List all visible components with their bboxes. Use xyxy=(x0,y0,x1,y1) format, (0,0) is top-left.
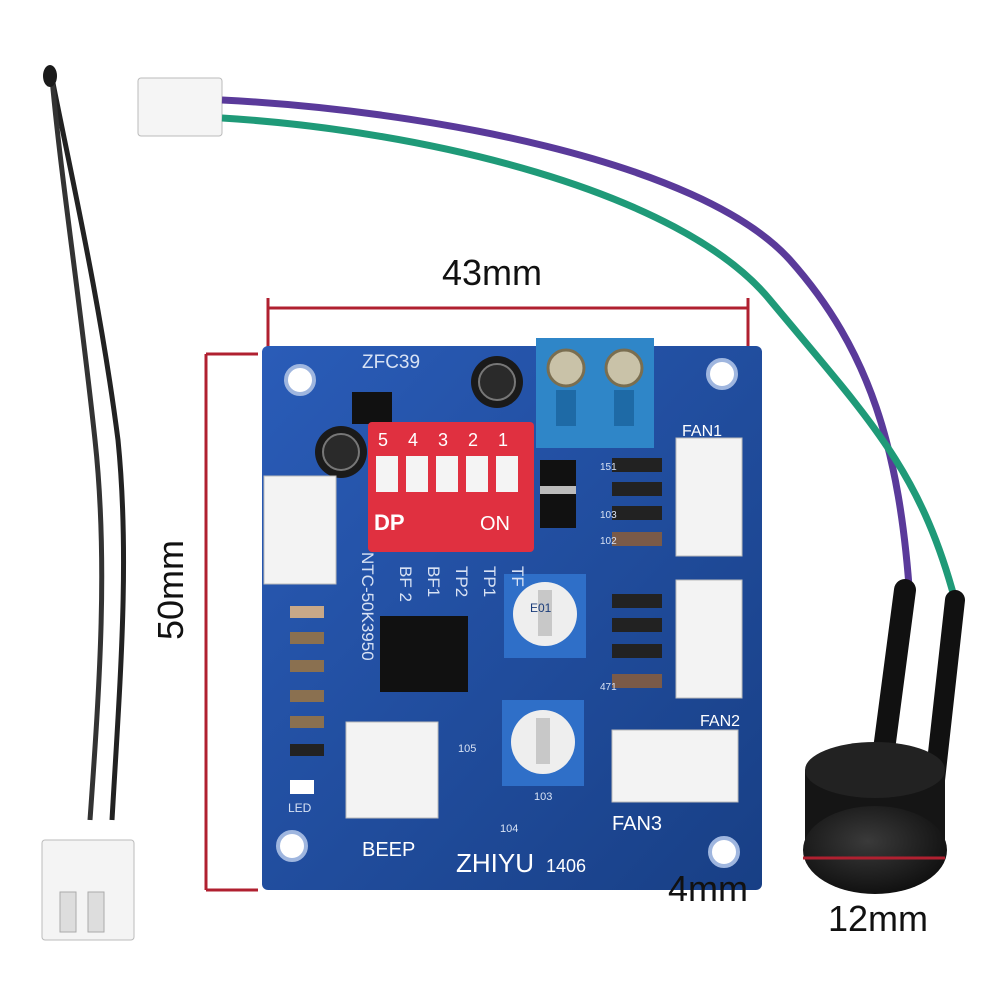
small-code: 104 xyxy=(500,823,518,835)
mount-hole-top-right xyxy=(706,358,738,390)
dip-switch[interactable] xyxy=(368,422,534,552)
date-code-text: 1406 xyxy=(546,856,586,876)
trimpot-lower[interactable] xyxy=(502,700,584,786)
dip-toggle-4[interactable] xyxy=(406,456,428,492)
mount-hole-top-left xyxy=(284,364,316,396)
buzzer-connector xyxy=(137,77,223,137)
switch-legend-tp2: TP2 xyxy=(452,566,471,597)
fan2-label: FAN2 xyxy=(700,713,740,730)
trimpot-upper[interactable] xyxy=(504,574,586,658)
trimpot-code: 103 xyxy=(534,791,552,803)
mount-hole-bottom-left xyxy=(276,830,308,862)
resistor-code-102: 102 xyxy=(600,536,617,547)
brand-text: ZHIYU xyxy=(456,848,534,878)
sensor-type-text: NTC-50K3950 xyxy=(358,552,377,661)
buzzer-dimension-label: 12mm xyxy=(828,898,929,939)
dip-number-3: 3 xyxy=(438,430,448,450)
dip-number-5: 5 xyxy=(378,430,388,450)
buzzer xyxy=(803,742,947,894)
width-dimension-label: 43mm xyxy=(442,252,543,293)
fan3-label: FAN3 xyxy=(612,813,662,835)
resistor-array-middle xyxy=(612,594,662,688)
resistor-code-151: 151 xyxy=(600,462,617,473)
mount-hole-bottom-right xyxy=(708,836,740,868)
fan1-connector[interactable] xyxy=(675,437,743,557)
hole-dimension-label: 4mm xyxy=(668,868,748,909)
smd-column-left xyxy=(290,606,324,794)
dip-toggle-3[interactable] xyxy=(436,456,458,492)
resistor-code-103: 103 xyxy=(600,510,617,521)
led-label: LED xyxy=(288,801,312,815)
board-model-text: ZFC39 xyxy=(362,352,420,373)
dip-toggle-2[interactable] xyxy=(466,456,488,492)
fan2-connector[interactable] xyxy=(675,579,743,699)
beep-connector[interactable] xyxy=(345,721,439,819)
dip-toggle-1[interactable] xyxy=(496,456,518,492)
dip-on-label: ON xyxy=(480,513,510,535)
dip-toggle-5[interactable] xyxy=(376,456,398,492)
switch-legend-tf: TF xyxy=(508,566,527,587)
ntc-thermistor-probe xyxy=(41,65,135,941)
fan1-label: FAN1 xyxy=(682,423,722,440)
dip-label: DP xyxy=(374,510,405,535)
dip-number-2: 2 xyxy=(468,430,478,450)
resistor-array-top xyxy=(612,458,662,546)
switch-legend-bf2: BF 2 xyxy=(396,566,415,602)
fan3-connector[interactable] xyxy=(611,729,739,803)
status-led xyxy=(290,780,314,794)
capacitor-code: 105 xyxy=(458,743,476,755)
thermistor-bead xyxy=(43,65,57,87)
dip-number-4: 4 xyxy=(408,430,418,450)
beep-label: BEEP xyxy=(362,839,415,861)
resistor-code-471: 471 xyxy=(600,682,617,693)
switch-legend-bf1: BF1 xyxy=(424,566,443,597)
dip-number-1: 1 xyxy=(498,430,508,450)
height-dimension-label: 50mm xyxy=(150,539,191,640)
pcb-board: ZFC39 DP ON 5 4 3 2 1 NTC-50K3950 TF TP1… xyxy=(262,338,762,890)
regulator-chip xyxy=(352,392,392,424)
trimpot-marking: E01 xyxy=(530,601,552,615)
switch-legend-tp1: TP1 xyxy=(480,566,499,597)
controller-ic xyxy=(380,616,468,692)
sensor-connector[interactable] xyxy=(263,475,337,585)
